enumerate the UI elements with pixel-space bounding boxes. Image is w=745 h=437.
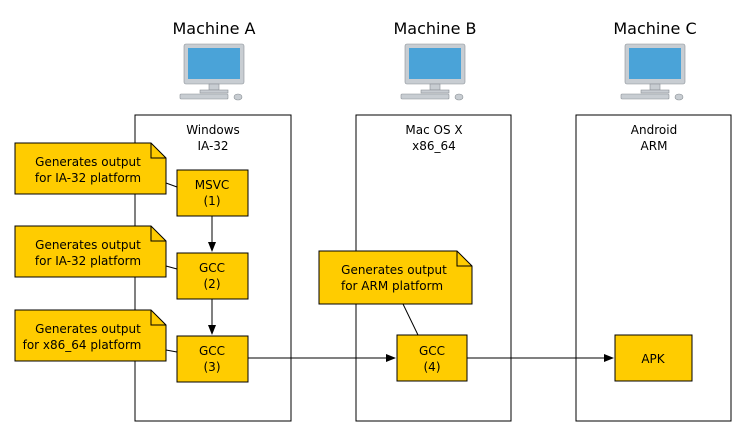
note-2: Generates output for IA-32 platform xyxy=(14,225,167,278)
note-3: Generates output for x86_64 platform xyxy=(14,309,167,362)
note-3-connector xyxy=(165,349,178,353)
note-1: Generates output for IA-32 platform xyxy=(14,142,167,195)
note-2-line1: Generates output xyxy=(35,238,141,252)
node-gcc-4-name: GCC xyxy=(419,344,445,358)
note-3-line2: for x86_64 platform xyxy=(23,338,142,352)
machine-c-title: Machine C xyxy=(613,19,696,38)
node-gcc-2: GCC (2) xyxy=(176,252,249,300)
machine-a-title: Machine A xyxy=(172,19,255,38)
note-2-line2: for IA-32 platform xyxy=(35,254,141,268)
machine-b-arch: x86_64 xyxy=(412,139,456,153)
note-1-line2: for IA-32 platform xyxy=(35,171,141,185)
note-1-connector xyxy=(165,182,178,188)
note-2-connector xyxy=(165,265,178,270)
note-1-line1: Generates output xyxy=(35,155,141,169)
desktop-computer-icon xyxy=(400,43,466,101)
machine-c-os: Android xyxy=(631,123,677,137)
node-gcc-2-name: GCC xyxy=(199,261,225,275)
node-msvc-1-name: MSVC xyxy=(195,178,230,192)
machine-b-title: Machine B xyxy=(393,19,476,38)
node-gcc-3-number: (3) xyxy=(204,360,221,374)
note-4-connector xyxy=(402,303,419,336)
desktop-computer-icon xyxy=(620,43,686,101)
node-apk-name: APK xyxy=(641,352,665,366)
note-4: Generates output for ARM platform xyxy=(318,250,473,305)
machine-b-os: Mac OS X xyxy=(405,123,462,137)
node-msvc-1-number: (1) xyxy=(204,194,221,208)
machine-c-arch: ARM xyxy=(641,139,668,153)
note-4-line1: Generates output xyxy=(341,263,447,277)
machine-a-arch: IA-32 xyxy=(197,139,228,153)
node-gcc-3: GCC (3) xyxy=(176,335,249,383)
desktop-computer-icon xyxy=(179,43,245,101)
node-gcc-2-number: (2) xyxy=(204,277,221,291)
note-3-line1: Generates output xyxy=(35,322,141,336)
node-gcc-4: GCC (4) xyxy=(396,334,468,382)
machine-a-os: Windows xyxy=(186,123,240,137)
node-msvc-1: MSVC (1) xyxy=(176,169,249,217)
node-apk: APK xyxy=(614,334,693,382)
node-gcc-3-name: GCC xyxy=(199,344,225,358)
note-4-line2: for ARM platform xyxy=(341,279,443,293)
node-gcc-4-number: (4) xyxy=(424,360,441,374)
